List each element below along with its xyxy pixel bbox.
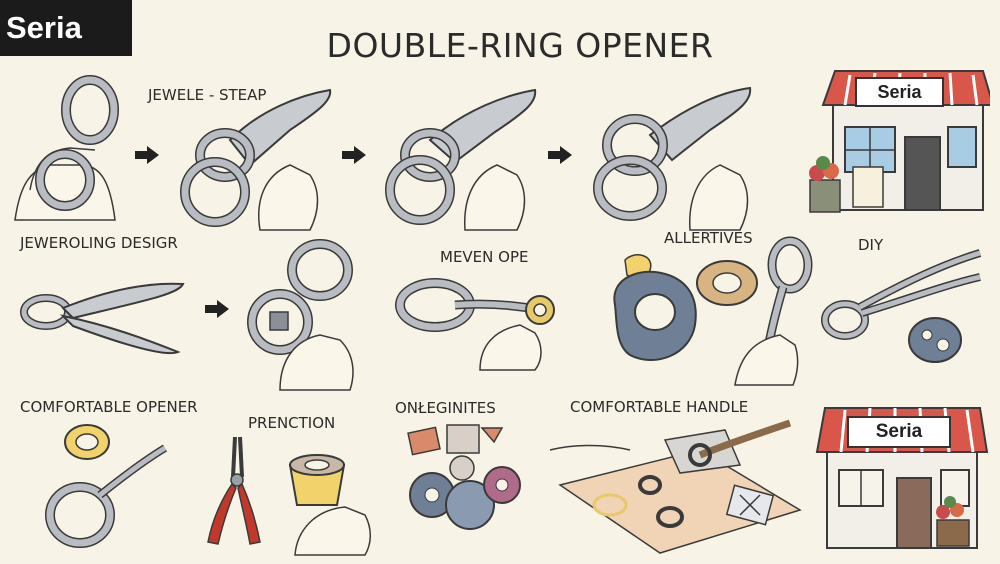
store-sign: Seria (855, 77, 944, 107)
seria-store-illustration: Seria (815, 402, 990, 552)
gold-ring-illustration (692, 255, 762, 310)
workbench-illustration (549, 415, 805, 555)
ring-cup-illustration (282, 450, 352, 510)
store-sign: Seria (847, 416, 951, 448)
label-diy: DIY (858, 236, 884, 254)
logo-text: Seria (6, 10, 82, 45)
label-jewele-steap: JEWELE - STEAP (148, 86, 267, 104)
arrow-right-icon (205, 300, 229, 318)
opener-rings-open-illustration (590, 80, 760, 231)
opener-hand-press-illustration (385, 80, 545, 231)
arrow-right-icon (342, 146, 366, 164)
long-opener-hand-illustration (734, 235, 825, 386)
opener-with-ring-charm-illustration (395, 275, 565, 371)
figure-eight-opener-illustration (240, 239, 370, 391)
bead-charm-illustration (905, 315, 965, 365)
long-pliers-illustration (820, 245, 985, 340)
seria-store-illustration: Seria (805, 65, 995, 215)
hand-holding-opener-illustration (10, 70, 130, 221)
hand-holding-cup-illustration (285, 495, 375, 556)
charms-collection-illustration (402, 420, 542, 540)
label-prenction: PRENCTION (248, 414, 336, 432)
label-meven-ope: MEVEN OPE (440, 248, 529, 266)
seria-logo: Seria (0, 0, 132, 56)
arrow-right-icon (135, 146, 159, 164)
arrow-right-icon (548, 146, 572, 164)
label-comfortable-handle: COMFORTABLE HANDLE (570, 398, 749, 416)
red-handled-pliers-illustration (200, 432, 275, 547)
label-comfortable-opener: COMFORTABLE OPENER (20, 398, 198, 416)
ring-opener-tool-illustration (40, 440, 170, 550)
label-jeweroling-design: JEWEROLING DESIGR (20, 234, 178, 252)
gold-ring-small-illustration (62, 422, 112, 462)
page-title: DOUBLE-RING OPENER (326, 26, 714, 65)
label-allertives: ALLERTIVES (664, 229, 753, 247)
ring-holder-illustration (605, 250, 715, 370)
opener-with-rings-illustration (170, 80, 340, 231)
flat-nose-pliers-illustration (18, 270, 188, 360)
label-onleginitites: ONŁEGINITES (395, 399, 496, 417)
